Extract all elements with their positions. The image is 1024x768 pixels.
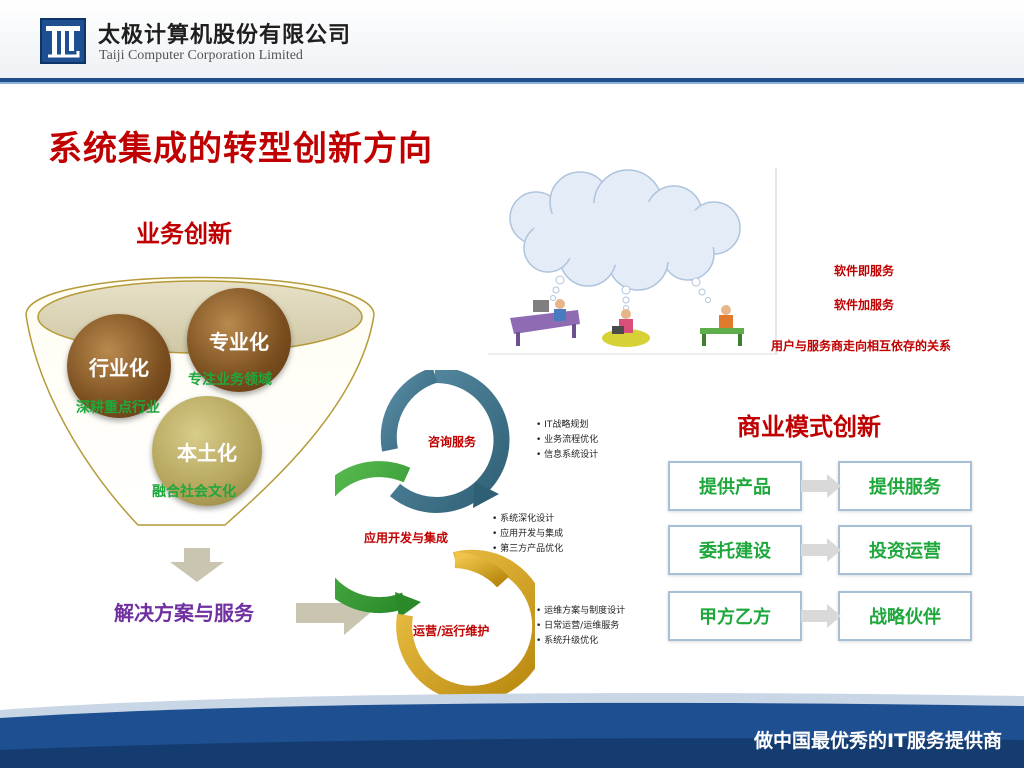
business-model-heading: 商业模式创新 [737, 413, 881, 441]
list-item: 第三方产品优化 [492, 542, 563, 557]
service-cycle-diagram [335, 370, 535, 700]
consulting-service-label: 咨询服务 [428, 435, 477, 449]
list-item: 运维方案与制度设计 [536, 604, 625, 619]
list-item: 业务流程优化 [536, 433, 598, 448]
header-divider-light [0, 82, 1024, 84]
slide-title: 系统集成的转型创新方向 [48, 129, 433, 169]
model-to-box: 战略伙伴 [838, 591, 972, 641]
header-divider [0, 78, 1024, 82]
footer-slogan: 做中国最优秀的IT服务提供商 [753, 730, 1002, 752]
specialization-tagline: 专注业务领域 [188, 372, 272, 388]
header-band [0, 0, 1024, 78]
industrialization-tagline: 深耕重点行业 [76, 400, 160, 416]
user-beanbag-icon [602, 309, 650, 347]
model-from-box: 委托建设 [668, 525, 802, 575]
company-name-en: Taiji Computer Corporation Limited [99, 48, 303, 63]
list-item: 日常运营/运维服务 [536, 619, 625, 634]
operations-maintenance-label: 运营/运行维护 [413, 624, 490, 638]
app-dev-integration-label: 应用开发与集成 [364, 531, 449, 545]
operations-maintenance-items: 运维方案与制度设计 日常运营/运维服务 系统升级优化 [536, 604, 625, 649]
user-workstation-icon [510, 299, 580, 346]
interdependence-label: 用户与服务商走向相互依存的关系 [771, 339, 952, 353]
user-bench-icon [700, 305, 744, 346]
model-to-box: 投资运营 [838, 525, 972, 575]
solutions-services-label: 解决方案与服务 [114, 601, 254, 625]
model-from-box: 甲方乙方 [668, 591, 802, 641]
specialization-ball: 专业化 [187, 288, 291, 392]
consulting-service-items: IT战略规划 业务流程优化 信息系统设计 [536, 418, 598, 463]
saas-label: 软件即服务 [834, 264, 895, 278]
list-item: 系统升级优化 [536, 634, 625, 649]
industrialization-ball: 行业化 [67, 314, 171, 418]
down-arrow-icon [170, 548, 224, 582]
company-logo-icon [40, 18, 86, 64]
model-from-box: 提供产品 [668, 461, 802, 511]
list-item: 应用开发与集成 [492, 527, 563, 542]
cloud-computing-illustration [488, 168, 778, 355]
footer-wave [0, 692, 1024, 768]
app-dev-integration-items: 系统深化设计 应用开发与集成 第三方产品优化 [492, 512, 563, 557]
list-item: 系统深化设计 [492, 512, 563, 527]
business-innovation-heading: 业务创新 [136, 220, 232, 248]
arrow-right-icon [801, 538, 841, 562]
localization-ball: 本土化 [152, 396, 262, 506]
software-plus-services-label: 软件加服务 [834, 298, 895, 312]
list-item: IT战略规划 [536, 418, 598, 433]
company-name-cn: 太极计算机股份有限公司 [98, 23, 352, 48]
localization-tagline: 融合社会文化 [152, 484, 236, 500]
model-to-box: 提供服务 [838, 461, 972, 511]
arrow-right-icon [801, 604, 841, 628]
arrow-right-icon [801, 474, 841, 498]
list-item: 信息系统设计 [536, 448, 598, 463]
